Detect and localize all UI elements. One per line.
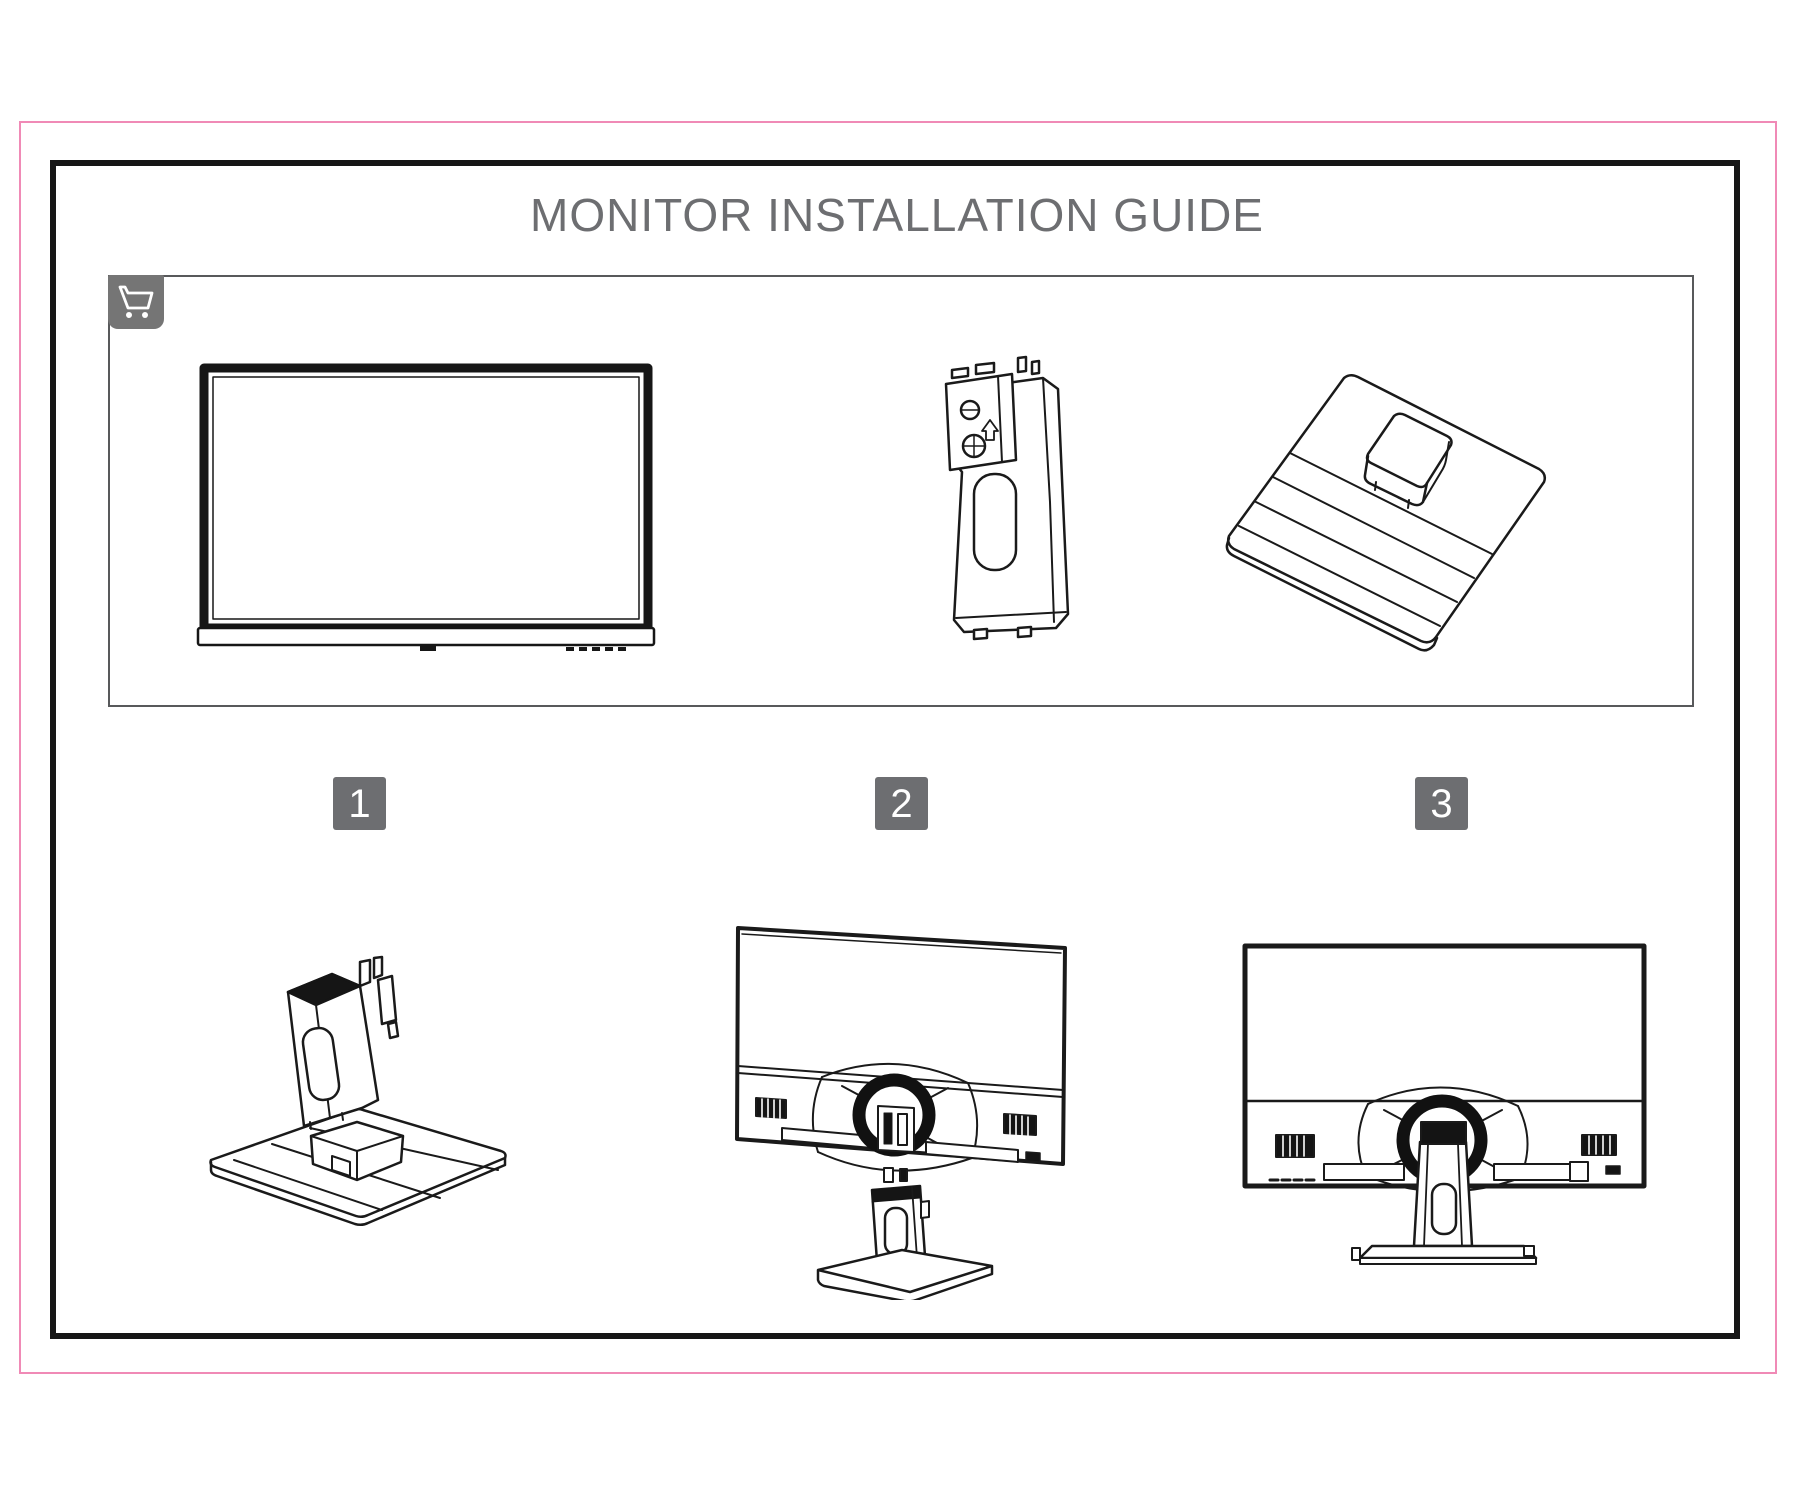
- step-3-number: 3: [1430, 781, 1453, 826]
- shopping-cart-icon: [118, 285, 154, 318]
- step-1-illustration: [209, 955, 507, 1227]
- page-title: MONITOR INSTALLATION GUIDE: [530, 189, 1264, 241]
- step-1-badge: 1: [333, 777, 386, 830]
- cart-badge: [108, 275, 164, 329]
- outer-accent-border: [19, 121, 1777, 1374]
- step-2-badge: 2: [875, 777, 928, 830]
- part-base-plate-illustration: [1225, 374, 1547, 652]
- part-monitor-front-illustration: [196, 363, 656, 651]
- step-3-badge: 3: [1415, 777, 1468, 830]
- step-2-illustration: [735, 926, 1067, 1300]
- step-2-number: 2: [890, 781, 913, 826]
- step-3-illustration: [1242, 943, 1647, 1265]
- part-stand-riser-illustration: [944, 355, 1070, 641]
- step-1-number: 1: [348, 781, 371, 826]
